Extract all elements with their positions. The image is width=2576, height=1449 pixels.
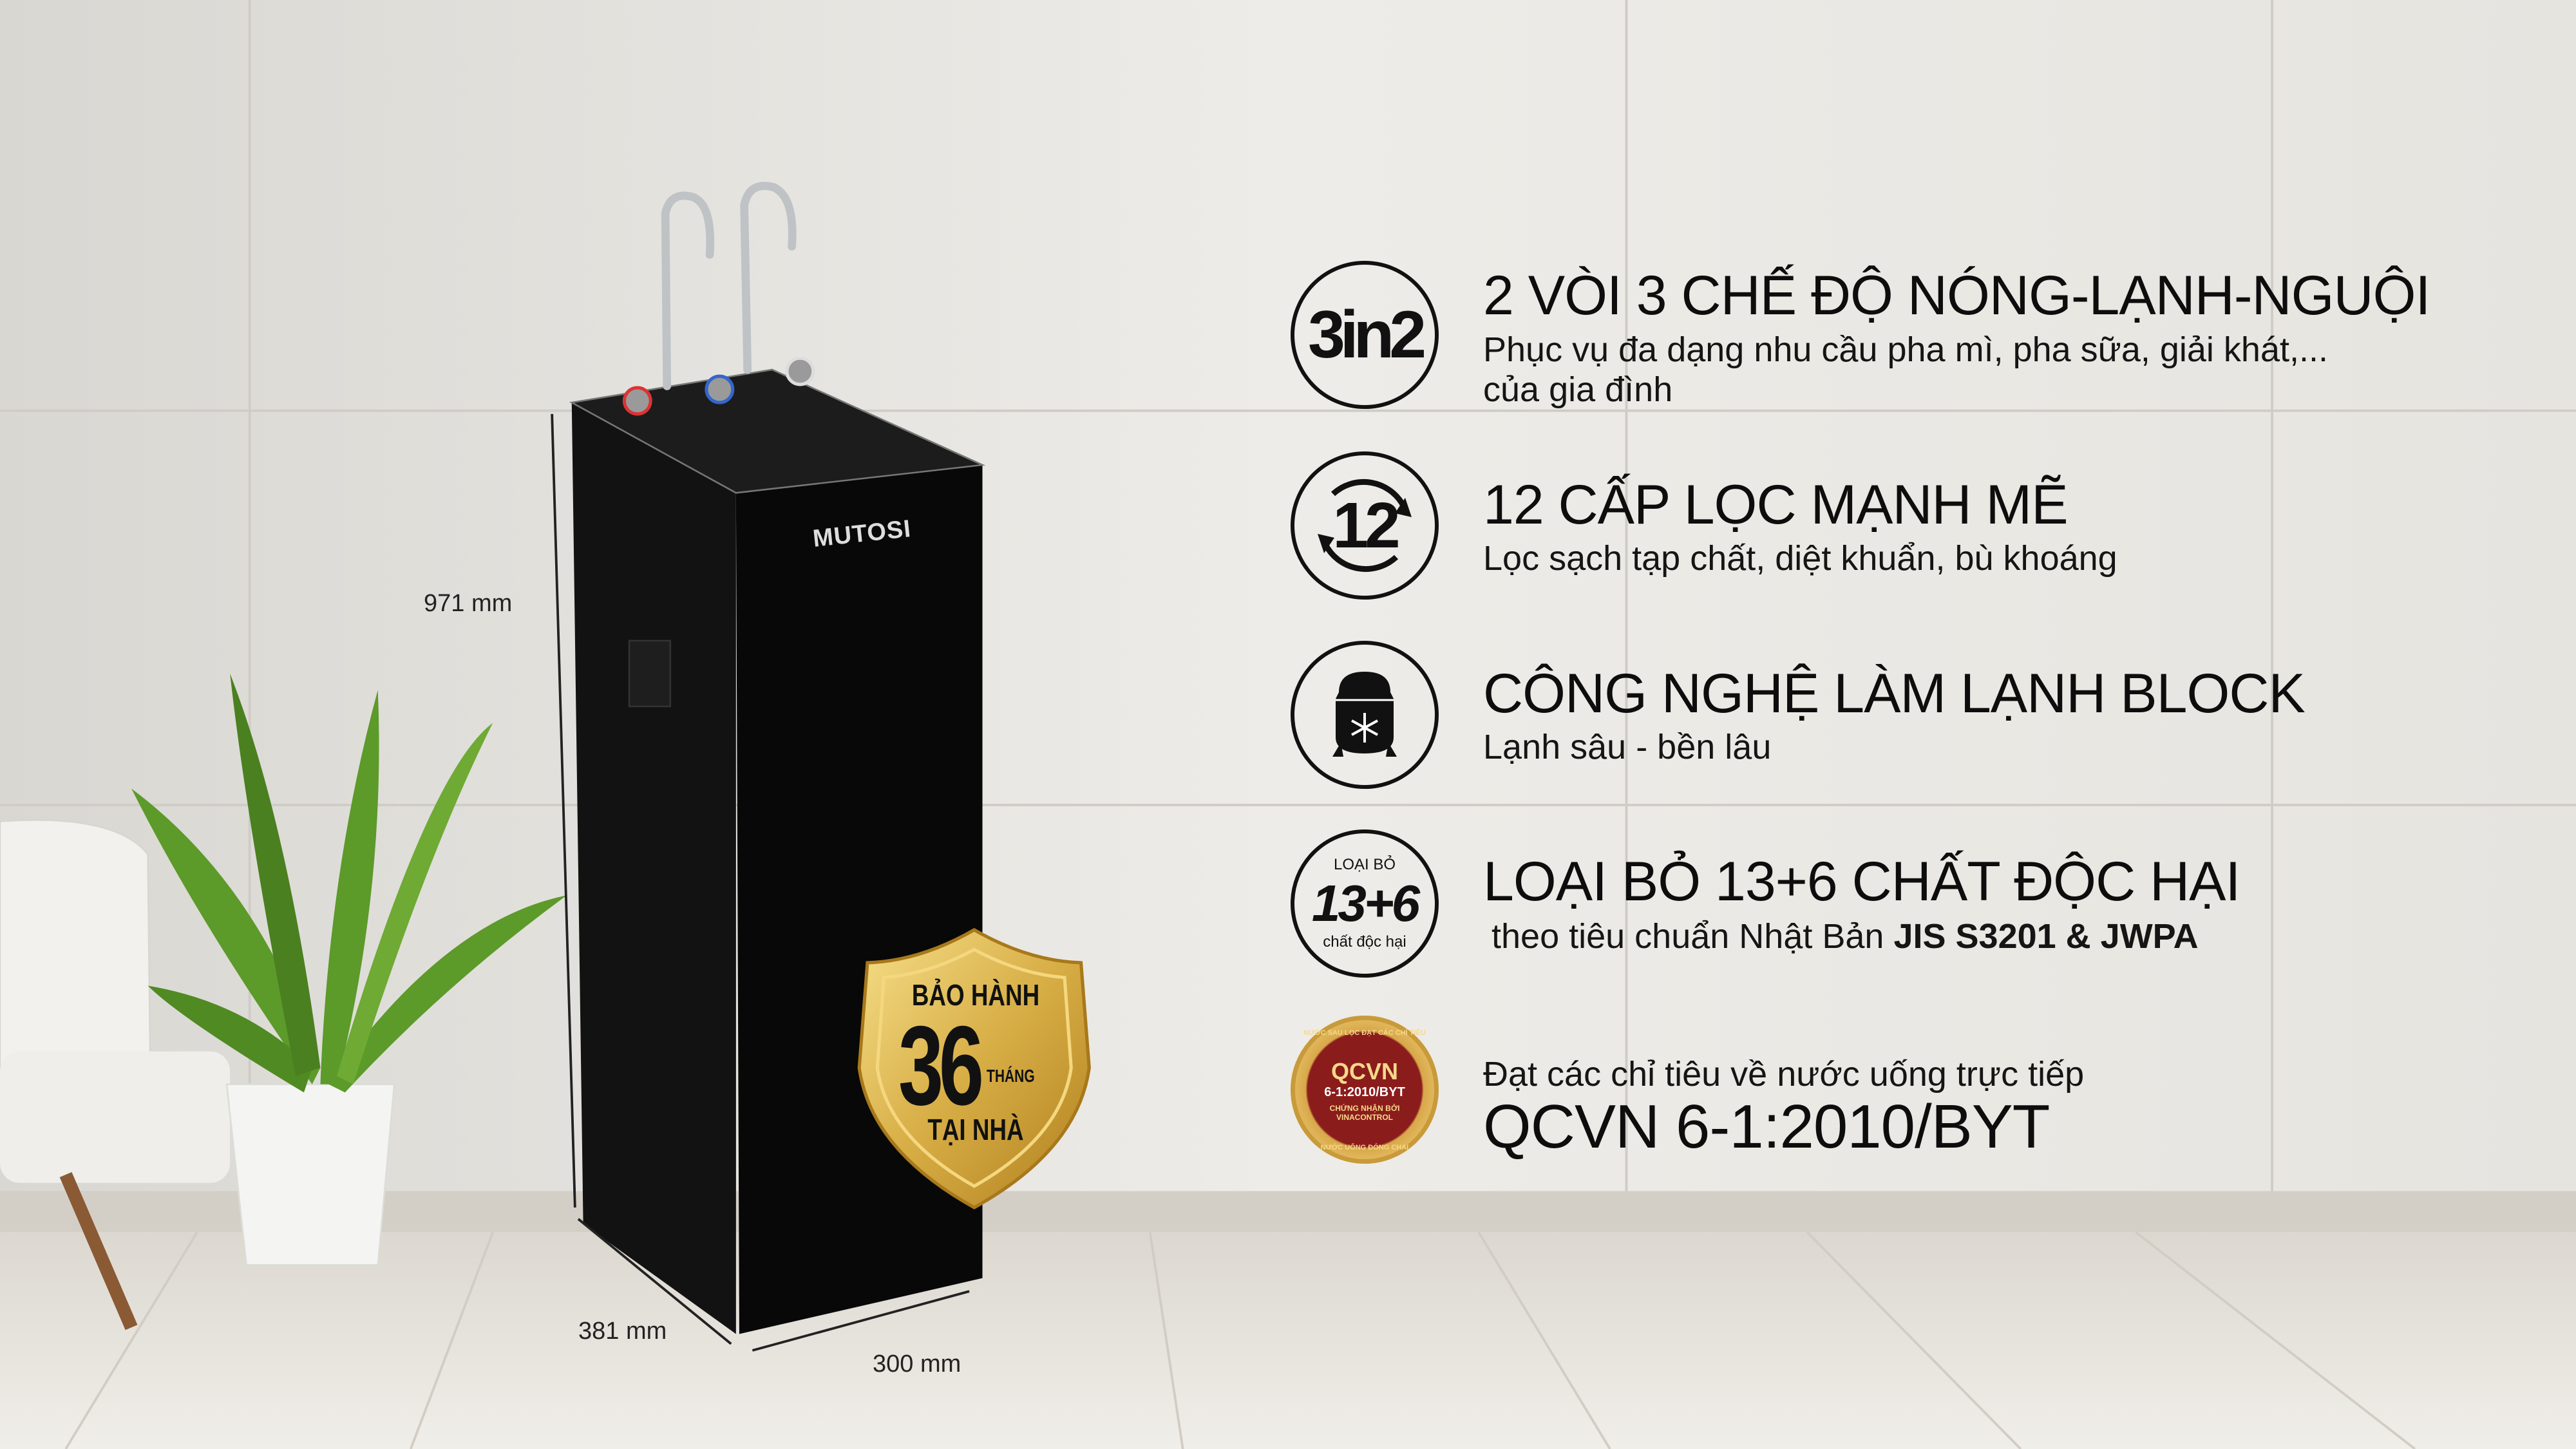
feature-subtitle: Lọc sạch tạp chất, diệt khuẩn, bù khoáng [1483, 539, 2117, 578]
feature-title: LOẠI BỎ 13+6 CHẤT ĐỘC HẠI [1483, 851, 2240, 913]
armchair [0, 819, 231, 1331]
width-dimension: 300 mm [873, 1350, 961, 1378]
3in2-icon: 3in2 [1291, 261, 1439, 409]
12-stage-cycle-icon: 12 [1291, 451, 1439, 600]
standard-name: JIS S3201 & JWPA [1893, 917, 2199, 956]
feature-title: 12 CẤP LỌC MẠNH MẼ [1483, 474, 2069, 536]
potted-plant [131, 673, 567, 1266]
remove-toxins-icon: LOẠI BỎ 13+6 chất độc hại [1291, 829, 1439, 978]
feature-title: 2 VÒI 3 CHẾ ĐỘ NÓNG-LẠNH-NGUỘI [1483, 265, 2430, 327]
wall-tile-lines [0, 0, 2576, 1233]
feature-subtitle: Lạnh sâu - bền lâu [1483, 728, 1772, 766]
feature-title: QCVN 6-1:2010/BYT [1483, 1092, 2050, 1161]
feature-subtitle: của gia đình [1483, 370, 1673, 409]
feature-subtitle: Đạt các chỉ tiêu về nước uống trực tiếp [1483, 1055, 2085, 1094]
depth-dimension: 381 mm [578, 1318, 667, 1345]
warranty-number: 36 [898, 1003, 984, 1129]
wood-floor [0, 1232, 2576, 1449]
dimension-lines [551, 413, 970, 1352]
feature-title: CÔNG NGHỆ LÀM LẠNH BLOCK [1483, 663, 2306, 724]
warranty-unit: THÁNG [987, 1066, 1035, 1086]
height-dimension: 971 mm [424, 590, 513, 617]
feature-subtitle: theo tiêu chuẩn Nhật Bản JIS S3201 & JWP… [1492, 917, 2199, 956]
faucets [661, 182, 797, 390]
warranty-shield [857, 927, 1091, 1209]
qcvn-seal-icon: NƯỚC SAU LỌC ĐẠT CÁC CHỈ TIÊU QCVN 6-1:2… [1291, 1016, 1439, 1164]
feature-subtitle: Phục vụ đa dạng nhu cầu pha mì, pha sữa,… [1483, 330, 2329, 369]
compressor-snowflake-icon [1291, 641, 1439, 789]
warranty-line1: BẢO HÀNH [911, 978, 1040, 1012]
warranty-line2: TẠI NHÀ [927, 1113, 1024, 1146]
